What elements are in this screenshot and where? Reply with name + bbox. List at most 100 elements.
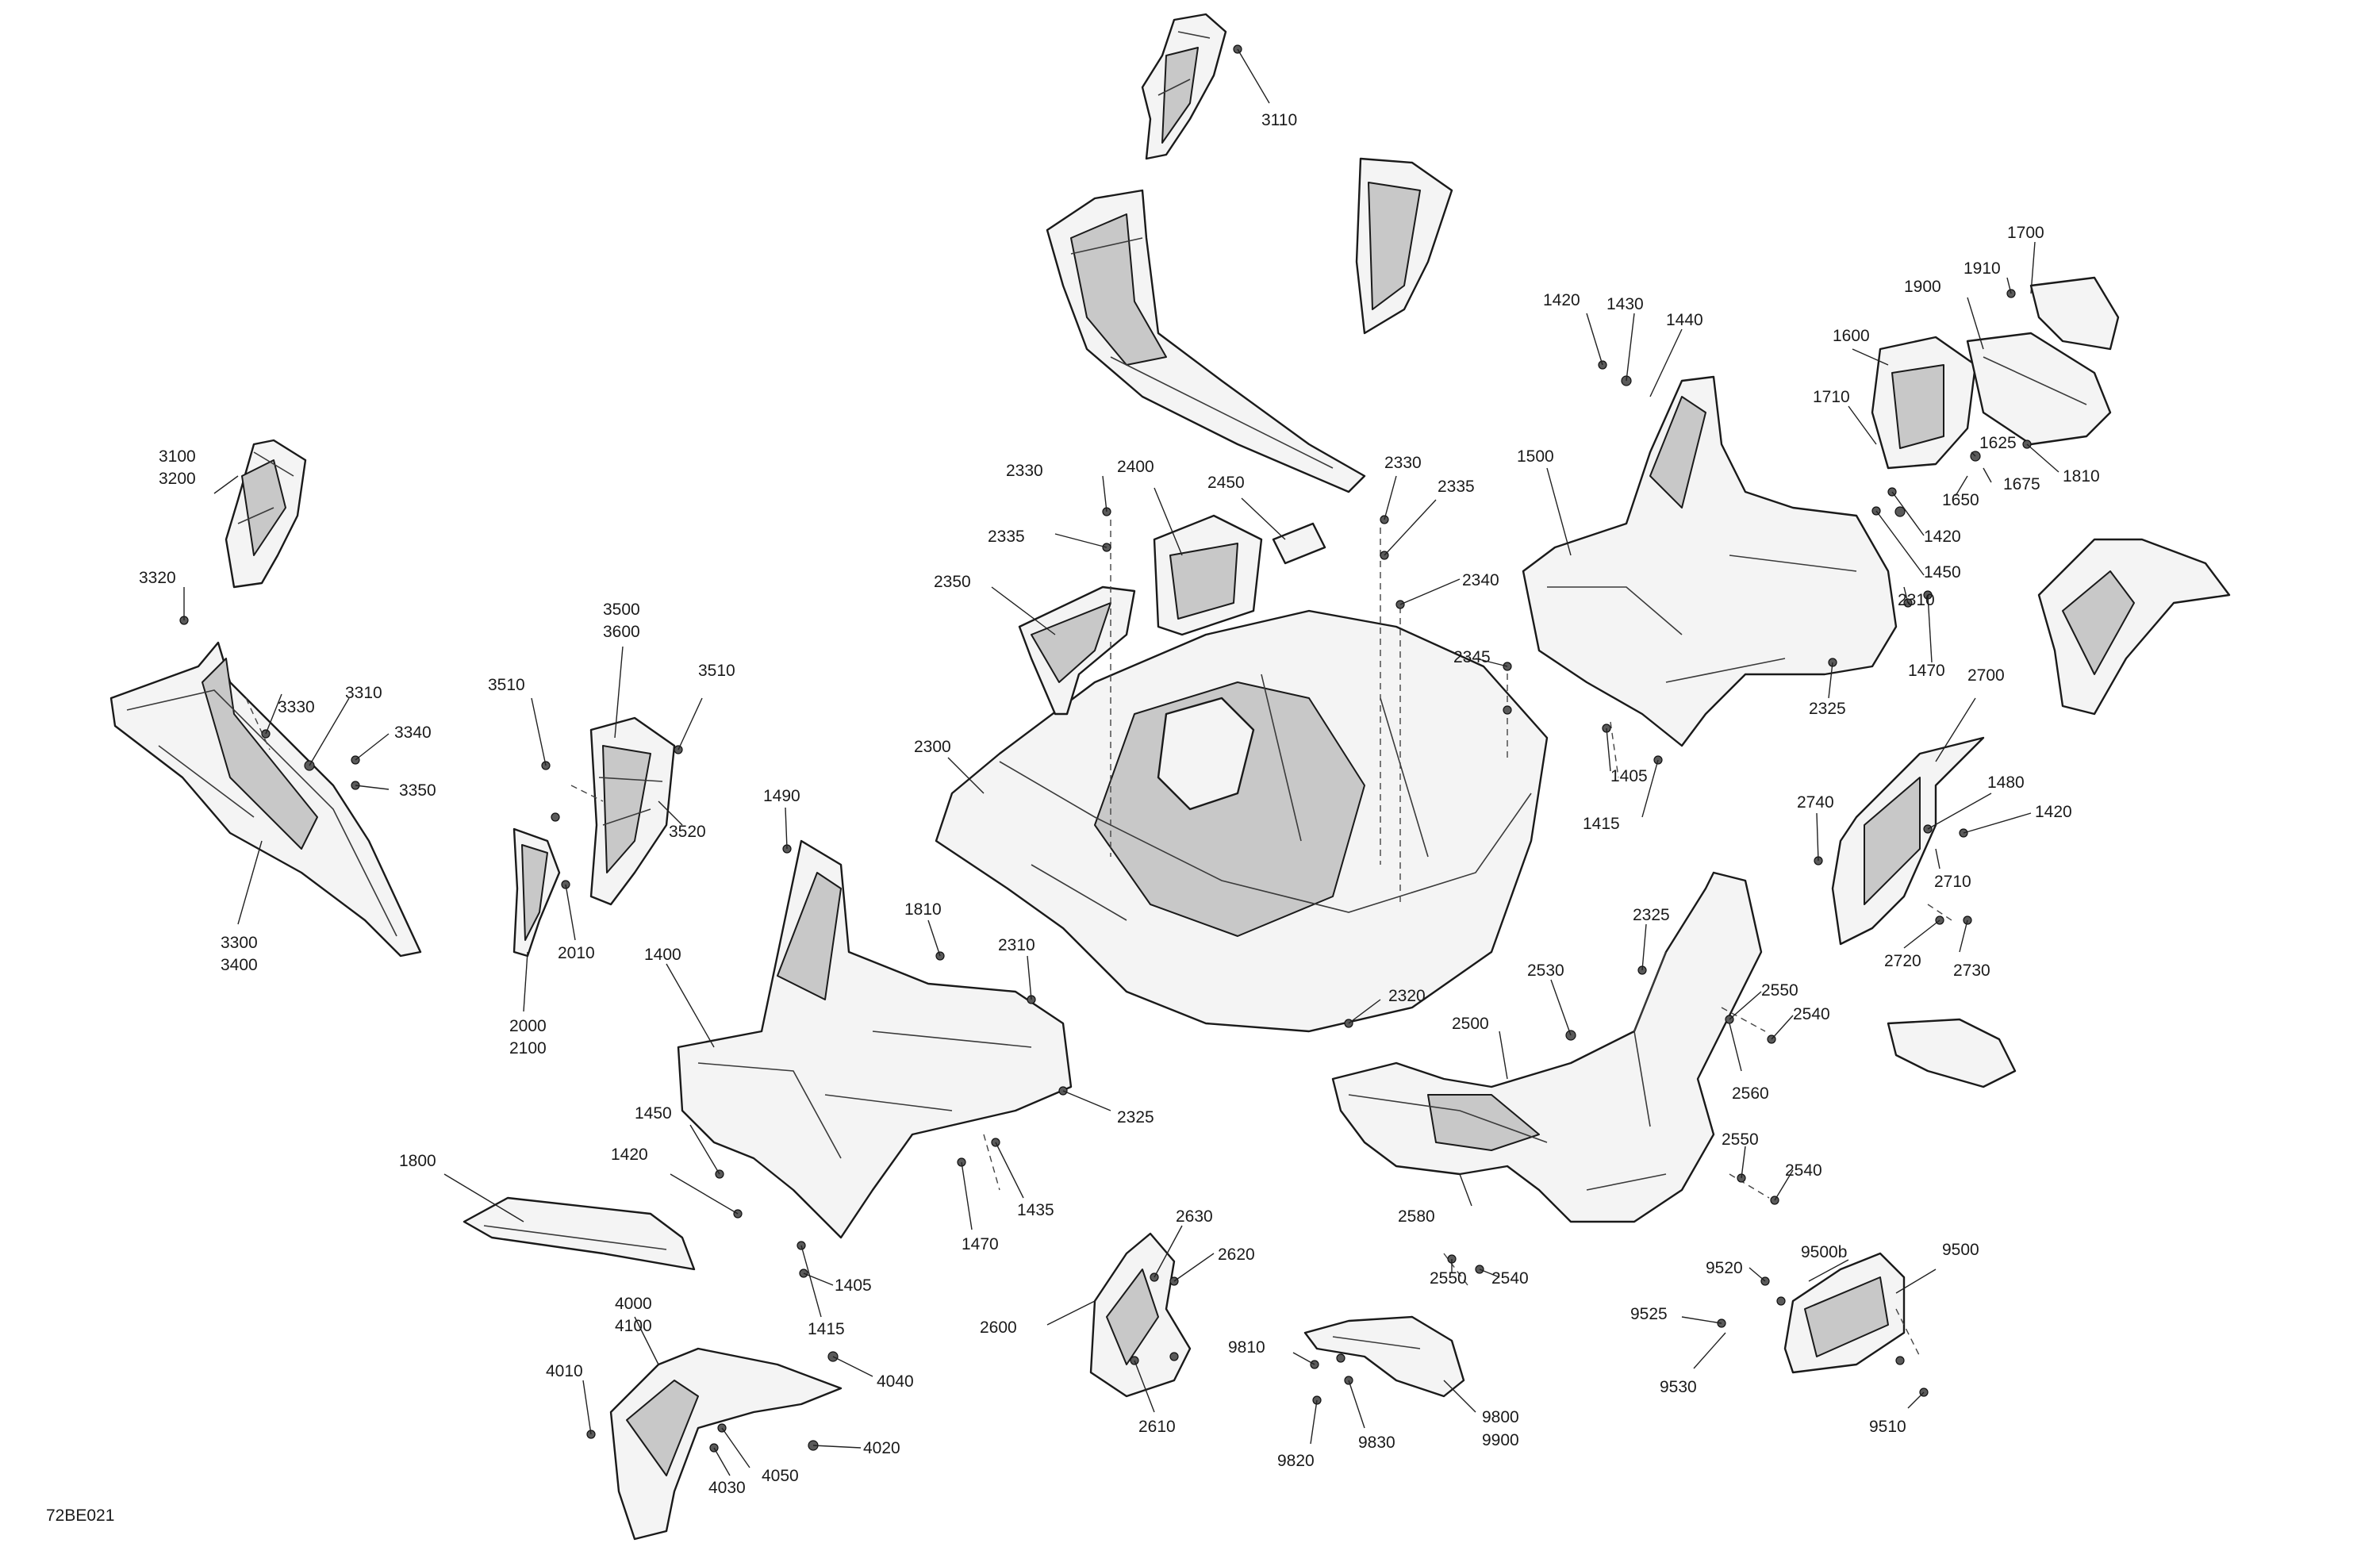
callout-2620: 2620 xyxy=(1218,1246,1255,1264)
callout-2450: 2450 xyxy=(1207,474,1245,492)
callout-1675: 1675 xyxy=(2003,475,2040,493)
callout-1415-left: 1415 xyxy=(808,1320,845,1338)
part-1900 xyxy=(1966,332,2112,446)
drawing-reference-code: 72BE021 xyxy=(46,1507,114,1525)
part-2000 xyxy=(512,827,561,958)
callout-1430: 1430 xyxy=(1606,295,1644,313)
callout-3510-left: 3510 xyxy=(488,676,525,694)
callout-4040: 4040 xyxy=(877,1372,914,1391)
callout-1800: 1800 xyxy=(399,1152,436,1170)
callout-1600: 1600 xyxy=(1833,327,1870,345)
callout-2350: 2350 xyxy=(934,573,971,591)
callout-2000: 2000 xyxy=(509,1017,547,1035)
part-2600 xyxy=(1089,1232,1192,1398)
callout-2500: 2500 xyxy=(1452,1015,1489,1033)
callout-4100: 4100 xyxy=(615,1317,652,1335)
callout-2550-top: 2550 xyxy=(1761,981,1798,1000)
callout-1450-left: 1450 xyxy=(635,1104,672,1123)
callout-9500: 9500 xyxy=(1942,1241,1979,1259)
part-seat-back xyxy=(1355,157,1453,335)
callout-9500b: 9500b xyxy=(1801,1243,1847,1261)
callout-1420-top: 1420 xyxy=(1543,291,1580,309)
callout-9800: 9800 xyxy=(1482,1408,1519,1426)
callout-3300: 3300 xyxy=(221,934,258,952)
callout-1420-left: 1420 xyxy=(611,1146,648,1164)
callout-1435: 1435 xyxy=(1017,1201,1054,1219)
callout-9820: 9820 xyxy=(1277,1452,1315,1470)
part-4000 xyxy=(609,1347,843,1541)
callout-1480: 1480 xyxy=(1987,773,2025,792)
callout-9530: 9530 xyxy=(1660,1378,1697,1396)
callout-3110: 3110 xyxy=(1261,111,1297,129)
callout-3100: 3100 xyxy=(159,447,196,466)
callout-2720: 2720 xyxy=(1884,952,1921,970)
callout-9510: 9510 xyxy=(1869,1418,1906,1436)
callout-2580: 2580 xyxy=(1398,1207,1435,1226)
callout-2345: 2345 xyxy=(1453,648,1491,666)
part-1500 xyxy=(1522,375,1898,747)
callout-4030: 4030 xyxy=(708,1479,746,1497)
callout-3600: 3600 xyxy=(603,623,640,641)
callout-2300: 2300 xyxy=(914,738,951,756)
callout-1440: 1440 xyxy=(1666,311,1703,329)
callout-2560: 2560 xyxy=(1732,1084,1769,1103)
part-3100 xyxy=(225,439,307,589)
callout-3330: 3330 xyxy=(278,698,315,716)
callout-9525: 9525 xyxy=(1630,1305,1668,1323)
callout-1420-right: 1420 xyxy=(1924,528,1961,546)
callout-2550-bottom: 2550 xyxy=(1430,1269,1467,1288)
callout-3350: 3350 xyxy=(399,781,436,800)
callout-1810-left: 1810 xyxy=(904,900,942,919)
callout-1700: 1700 xyxy=(2007,224,2044,242)
callout-1450-right: 1450 xyxy=(1924,563,1961,582)
callout-2540-mid: 2540 xyxy=(1785,1161,1822,1180)
callout-2310-right: 2310 xyxy=(1898,591,1935,609)
callout-2330-right: 2330 xyxy=(1384,454,1422,472)
callout-9520: 9520 xyxy=(1706,1259,1743,1277)
callout-1710: 1710 xyxy=(1813,388,1850,406)
part-1700 xyxy=(2029,276,2120,351)
part-seat-frame xyxy=(1046,189,1366,493)
callout-2730: 2730 xyxy=(1953,961,1990,980)
callout-1470-left: 1470 xyxy=(962,1235,999,1253)
callout-3500: 3500 xyxy=(603,601,640,619)
part-2300 xyxy=(935,609,1549,1033)
callout-1900: 1900 xyxy=(1904,278,1941,296)
callout-2710: 2710 xyxy=(1934,873,1971,891)
part-2400 xyxy=(1153,514,1263,636)
part-3500 xyxy=(589,716,676,906)
callout-1415-right: 1415 xyxy=(1583,815,1620,833)
callout-3400: 3400 xyxy=(221,956,258,974)
part-9500 xyxy=(1783,1252,1906,1374)
callout-2310-left: 2310 xyxy=(998,936,1035,954)
callout-2010: 2010 xyxy=(558,944,595,962)
callout-3310: 3310 xyxy=(345,684,382,702)
callout-1405-right: 1405 xyxy=(1610,767,1648,785)
callout-1470-right: 1470 xyxy=(1908,662,1945,680)
part-1800 xyxy=(463,1196,696,1271)
callout-2540-bottom: 2540 xyxy=(1491,1269,1529,1288)
callout-2340: 2340 xyxy=(1462,571,1499,589)
callout-2600: 2600 xyxy=(980,1318,1017,1337)
callout-1420-far-right: 1420 xyxy=(2035,803,2072,821)
part-9800 xyxy=(1303,1315,1465,1398)
callout-4010: 4010 xyxy=(546,1362,583,1380)
callout-9810: 9810 xyxy=(1228,1338,1265,1357)
callout-1625: 1625 xyxy=(1979,434,2017,452)
callout-1910: 1910 xyxy=(1964,259,2001,278)
callout-labels: 3110 3100 3200 3320 3330 3310 3340 3350 … xyxy=(139,111,2100,1497)
part-1600 xyxy=(1871,336,1977,470)
callout-2325-lower: 2325 xyxy=(1633,906,1670,924)
callout-2335-right: 2335 xyxy=(1438,478,1475,496)
part-2500 xyxy=(1331,871,1763,1223)
part-1400 xyxy=(677,839,1073,1239)
callout-3200: 3200 xyxy=(159,470,196,488)
leader-lines xyxy=(183,48,2059,1476)
callout-1810-right: 1810 xyxy=(2063,467,2100,486)
callout-2540-top: 2540 xyxy=(1793,1005,1830,1023)
callout-1650: 1650 xyxy=(1942,491,1979,509)
part-2350 xyxy=(1018,585,1136,716)
callout-1500: 1500 xyxy=(1517,447,1554,466)
callout-3320: 3320 xyxy=(139,569,176,587)
